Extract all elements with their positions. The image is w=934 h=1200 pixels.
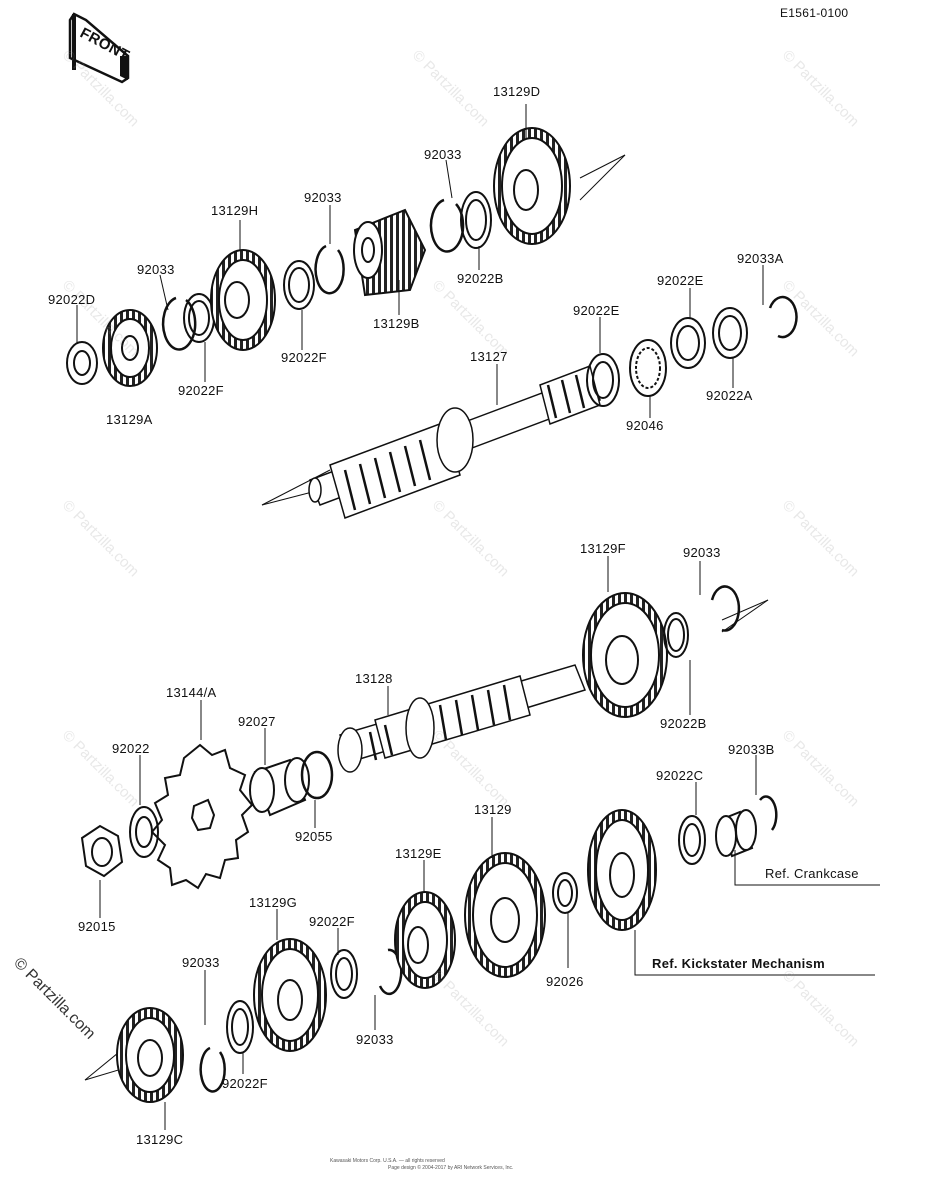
gear-13129F	[582, 592, 668, 718]
shaft-13128	[337, 664, 586, 773]
part-label: 92022D	[48, 292, 96, 307]
shaft-13127	[308, 365, 601, 519]
washer-92022-lower	[129, 806, 159, 858]
part-label: 92033	[137, 262, 175, 277]
circlip-92033-b	[314, 244, 345, 295]
lower-leader-lines	[99, 556, 880, 1130]
circlip-92033-lower-left	[199, 1046, 226, 1093]
kickstarter-gear	[587, 809, 657, 931]
washer-92022F-lower-b	[330, 949, 358, 999]
part-label: 13129G	[249, 895, 298, 910]
washer-92022F-lower-a	[226, 1000, 254, 1054]
washer-92022B	[460, 191, 492, 249]
washer-92022E-a	[586, 353, 620, 407]
gear-13129B	[353, 208, 427, 297]
part-label: 92022F	[309, 914, 355, 929]
ref-kickstarter: Ref. Kickstater Mechanism	[652, 956, 825, 971]
copyright-line: Page design © 2004-2017 by ARI Network S…	[388, 1165, 514, 1171]
o-ring-92055	[300, 750, 334, 800]
part-label: 92022E	[573, 303, 620, 318]
part-label: 92033A	[737, 251, 784, 266]
part-label: 13129H	[211, 203, 259, 218]
part-label: 92033B	[728, 742, 775, 757]
collar-92027	[249, 757, 310, 817]
gear-13129G	[253, 938, 327, 1052]
part-label: 13127	[470, 349, 508, 364]
copyright-line: Kawasaki Motors Corp. U.S.A. — all right…	[330, 1158, 445, 1164]
nut-92015	[80, 824, 124, 878]
gear-13129A	[102, 309, 158, 387]
upper-leader-lines	[76, 104, 764, 418]
part-label: 92027	[238, 714, 276, 729]
part-label: 13129D	[493, 84, 541, 99]
washer-92022F-b	[283, 260, 315, 310]
part-label: 92046	[626, 418, 664, 433]
front-direction-marker	[68, 12, 130, 84]
circlip-92033-upper-right	[710, 585, 741, 632]
part-label: 13129A	[106, 412, 153, 427]
part-label: 92055	[295, 829, 333, 844]
washer-92022B-lower	[663, 612, 689, 658]
part-label: 92022A	[706, 388, 753, 403]
part-label: 92026	[546, 974, 584, 989]
part-label: 92022	[112, 741, 150, 756]
ref-crankcase: Ref. Crankcase	[765, 866, 859, 881]
circlip-92033-a	[161, 296, 197, 351]
gear-13129	[464, 852, 546, 978]
gear-13129C	[116, 1007, 184, 1103]
circlip-92033B	[759, 795, 778, 831]
part-label: 92033	[182, 955, 220, 970]
part-label: 92022B	[457, 271, 504, 286]
part-label: 92033	[683, 545, 721, 560]
part-label: 92022F	[281, 350, 327, 365]
sprocket-13144A	[150, 743, 254, 890]
washer-92026	[552, 872, 578, 914]
part-label: 92033	[356, 1032, 394, 1047]
part-label: 92022E	[657, 273, 704, 288]
part-label: 92033	[304, 190, 342, 205]
part-label: 92022F	[178, 383, 224, 398]
washer-92022C	[678, 815, 706, 865]
washer-92022E-b	[670, 317, 706, 369]
part-label: 13144/A	[166, 685, 217, 700]
part-label: 13129C	[136, 1132, 184, 1147]
washer-92022A	[712, 307, 748, 359]
needle-bearing	[715, 809, 757, 858]
part-label: 92022F	[222, 1076, 268, 1091]
part-label: 13128	[355, 671, 393, 686]
gear-13129E	[394, 891, 456, 989]
gear-13129D	[493, 127, 571, 245]
bearing-92046	[629, 339, 667, 397]
gear-13129H	[210, 249, 276, 351]
part-label: 92022B	[660, 716, 707, 731]
part-label: 92015	[78, 919, 116, 934]
washer-92022F-a	[183, 293, 215, 343]
part-label: 13129E	[395, 846, 442, 861]
part-label: 13129	[474, 802, 512, 817]
part-label: 92022C	[656, 768, 704, 783]
part-label: 13129F	[580, 541, 626, 556]
part-label: 13129B	[373, 316, 420, 331]
part-label: 92033	[424, 147, 462, 162]
diagram-id: E1561-0100	[780, 6, 849, 20]
washer-92022D	[66, 341, 98, 385]
circlip-92033-c	[429, 198, 465, 253]
circlip-92033A	[768, 295, 798, 339]
circlip-92033-lower-mid	[378, 948, 403, 996]
